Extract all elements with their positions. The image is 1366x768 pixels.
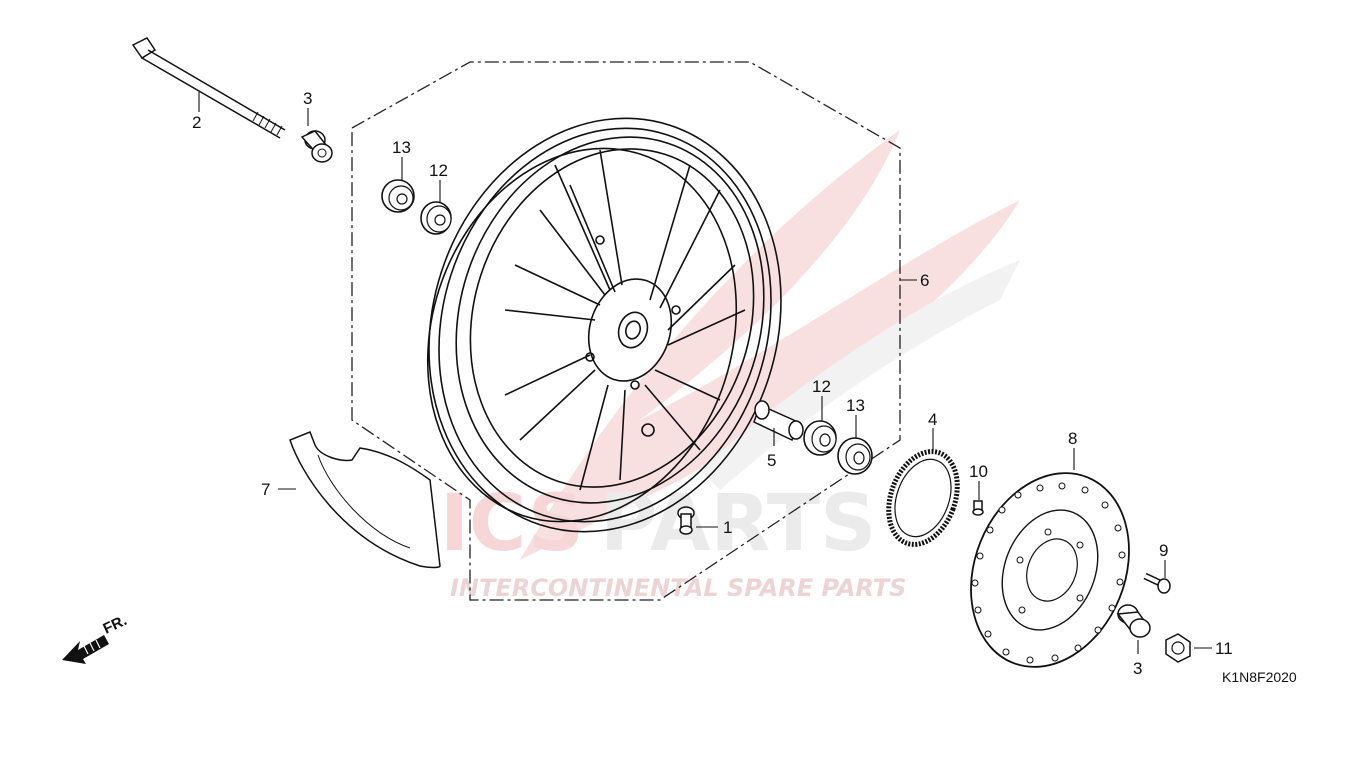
drawing-code: K1N8F2020 [1222, 669, 1297, 685]
screw-10[interactable] [972, 500, 984, 516]
brake-disk[interactable] [943, 449, 1157, 691]
label-12-top: 12 [429, 161, 448, 180]
watermark-brand-ics: ICS [440, 479, 584, 569]
arrow-left-icon [62, 635, 109, 664]
label-12-lower: 12 [812, 377, 831, 396]
label-9: 9 [1159, 541, 1168, 560]
label-1: 1 [723, 518, 732, 537]
label-11: 11 [1215, 639, 1233, 658]
collar-top[interactable] [300, 130, 333, 163]
assembly-boundary [351, 61, 901, 601]
front-direction-indicator: FR. [62, 612, 130, 664]
dust-seal-12-lower[interactable] [803, 420, 837, 456]
axle-nut[interactable] [1165, 633, 1191, 663]
axle-bolt[interactable] [131, 37, 286, 139]
label-8: 8 [1068, 429, 1077, 448]
label-3-lower: 3 [1133, 659, 1142, 678]
wheel-cover[interactable] [289, 431, 441, 569]
label-2: 2 [192, 113, 201, 132]
part-labels: 2 3 13 12 6 5 12 13 4 10 8 9 11 3 1 7 [192, 89, 1233, 678]
direction-label: FR. [101, 612, 130, 638]
collar-lower[interactable] [1116, 604, 1151, 638]
watermark-tagline: INTERCONTINENTAL SPARE PARTS [450, 574, 906, 602]
label-3-top: 3 [303, 89, 312, 108]
bearing-13-top[interactable] [381, 179, 415, 213]
watermark-brand-parts: PARTS [600, 479, 876, 569]
label-7: 7 [261, 480, 270, 499]
label-4: 4 [928, 410, 937, 429]
label-10: 10 [969, 462, 988, 481]
disk-bolt[interactable] [1143, 572, 1171, 594]
pulser-ring[interactable] [877, 442, 970, 554]
leader-lines [198, 92, 1212, 654]
label-6: 6 [920, 271, 929, 290]
label-5: 5 [767, 451, 776, 470]
label-13-top: 13 [392, 138, 411, 157]
dust-seal-12-top[interactable] [420, 201, 452, 235]
bearing-13-lower[interactable] [837, 437, 873, 475]
tire-valve[interactable] [677, 506, 695, 535]
front-wheel[interactable] [377, 72, 834, 578]
label-13-lower: 13 [846, 396, 865, 415]
distance-collar[interactable] [753, 400, 804, 442]
